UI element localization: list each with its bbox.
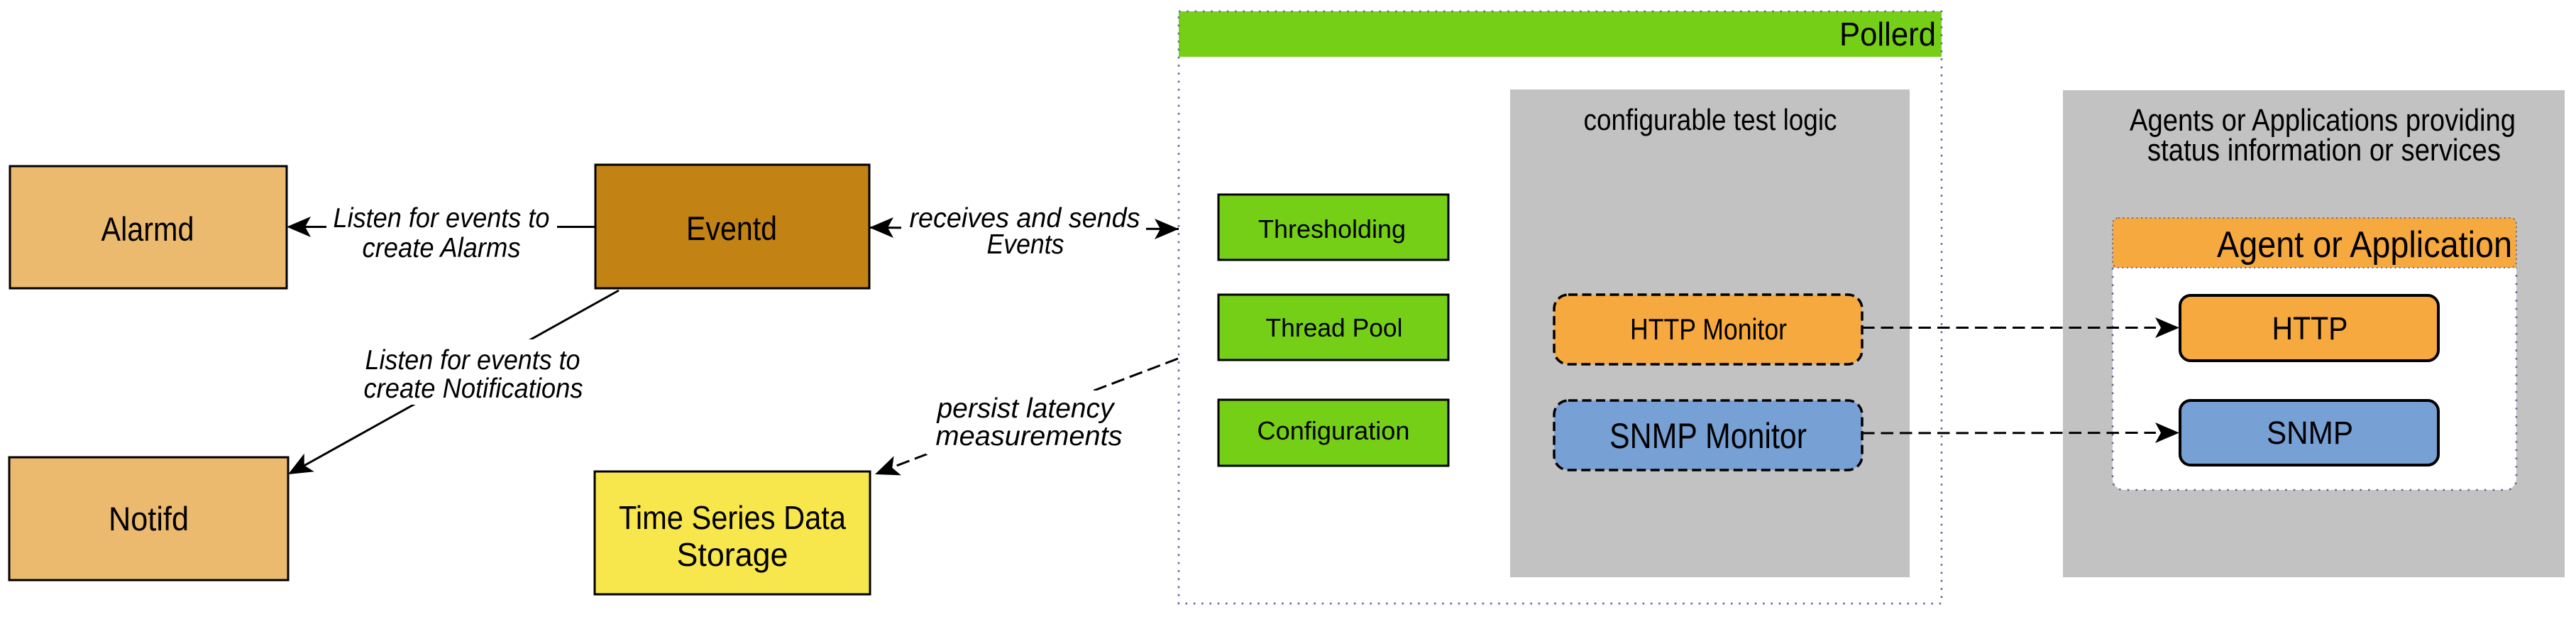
svg-text:Listen for events to: Listen for events to xyxy=(334,203,550,234)
svg-text:HTTP Monitor: HTTP Monitor xyxy=(1630,312,1787,346)
svg-text:Time Series Data: Time Series Data xyxy=(619,499,846,536)
svg-text:status information or services: status information or services xyxy=(2147,133,2501,168)
svg-text:Thresholding: Thresholding xyxy=(1258,214,1406,244)
svg-text:Alarmd: Alarmd xyxy=(101,210,194,248)
svg-text:persist latency: persist latency xyxy=(937,393,1116,424)
svg-text:SNMP: SNMP xyxy=(2267,415,2353,451)
svg-text:Eventd: Eventd xyxy=(686,209,777,247)
svg-text:Events: Events xyxy=(987,229,1064,260)
svg-text:Configuration: Configuration xyxy=(1257,416,1410,445)
svg-text:Agent or Application: Agent or Application xyxy=(2217,224,2512,266)
svg-text:configurable test logic: configurable test logic xyxy=(1584,103,1837,136)
svg-text:Listen for events to: Listen for events to xyxy=(365,345,580,376)
svg-text:Agents or Applications providi: Agents or Applications providing xyxy=(2130,103,2516,138)
svg-text:Notifd: Notifd xyxy=(109,500,189,538)
svg-text:HTTP: HTTP xyxy=(2272,310,2348,347)
svg-text:Thread Pool: Thread Pool xyxy=(1266,313,1403,342)
svg-text:create Notifications: create Notifications xyxy=(364,373,583,404)
svg-text:create Alarms: create Alarms xyxy=(363,233,521,263)
svg-text:receives and sends: receives and sends xyxy=(910,203,1140,234)
svg-text:Storage: Storage xyxy=(677,536,788,573)
svg-text:measurements: measurements xyxy=(936,421,1123,452)
svg-text:SNMP Monitor: SNMP Monitor xyxy=(1609,416,1807,456)
svg-text:Pollerd: Pollerd xyxy=(1839,16,1936,53)
